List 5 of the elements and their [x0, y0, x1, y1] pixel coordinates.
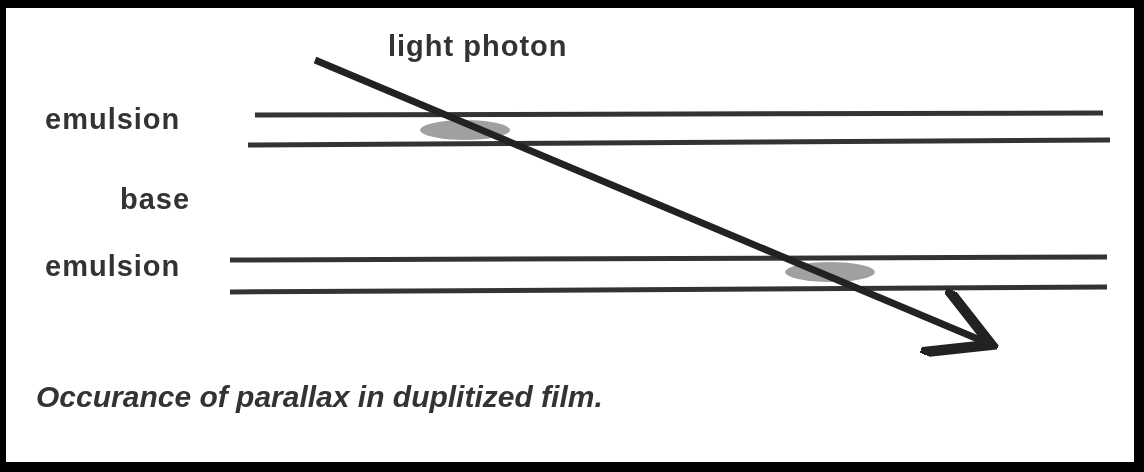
- layer-label: emulsion: [45, 250, 181, 283]
- layer-label: base: [120, 183, 191, 216]
- layer-label: emulsion: [45, 103, 181, 136]
- arrow-label: light photon: [388, 30, 568, 63]
- caption: Occurance of parallax in duplitized film.: [36, 380, 603, 414]
